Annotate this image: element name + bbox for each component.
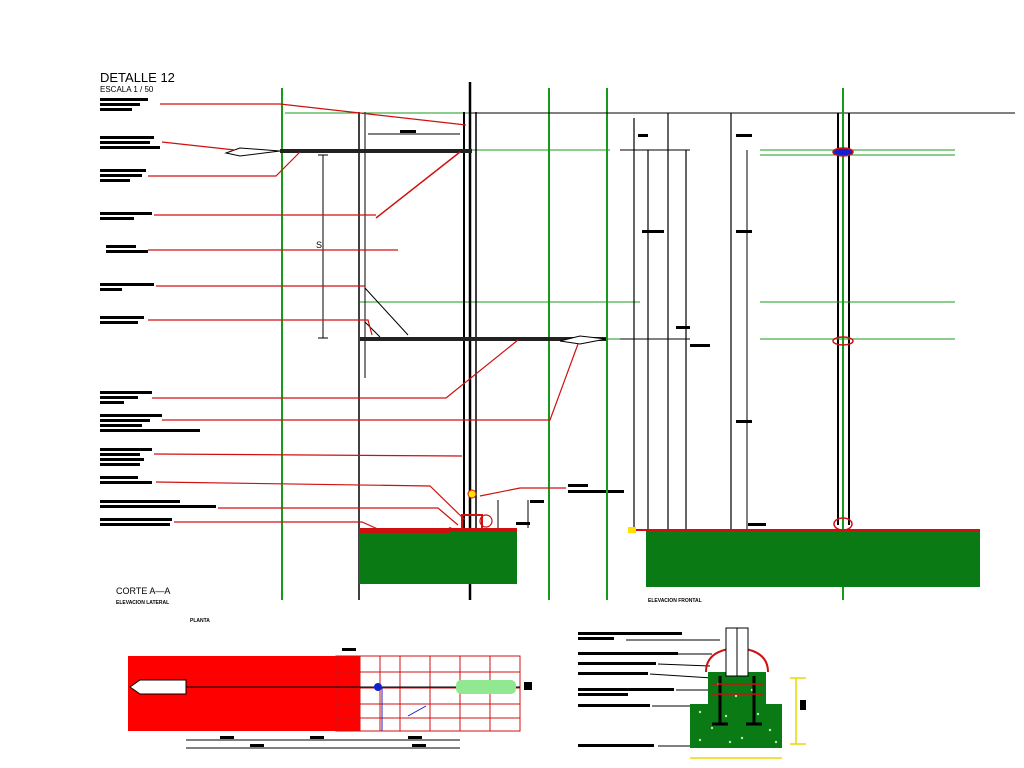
section-a-title: CORTE A—A [116, 586, 170, 596]
leader-lines [148, 103, 579, 531]
callout-labels [100, 98, 624, 526]
plan-title: PLANTA [190, 618, 210, 624]
dim-s-label: S [316, 240, 322, 250]
detail-scale: ESCALA 1 / 50 [100, 85, 154, 94]
section-a-a: S CO [116, 82, 1015, 606]
detail-title: DETALLE 12 [100, 70, 175, 85]
footing-detail [578, 627, 806, 759]
section-a-subtitle: ELEVACION LATERAL [116, 600, 169, 606]
front-elevation-title: ELEVACION FRONTAL [648, 598, 702, 604]
front-elevation: ELEVACION FRONTAL [620, 88, 980, 604]
plan-view: PLANTA [128, 618, 532, 749]
